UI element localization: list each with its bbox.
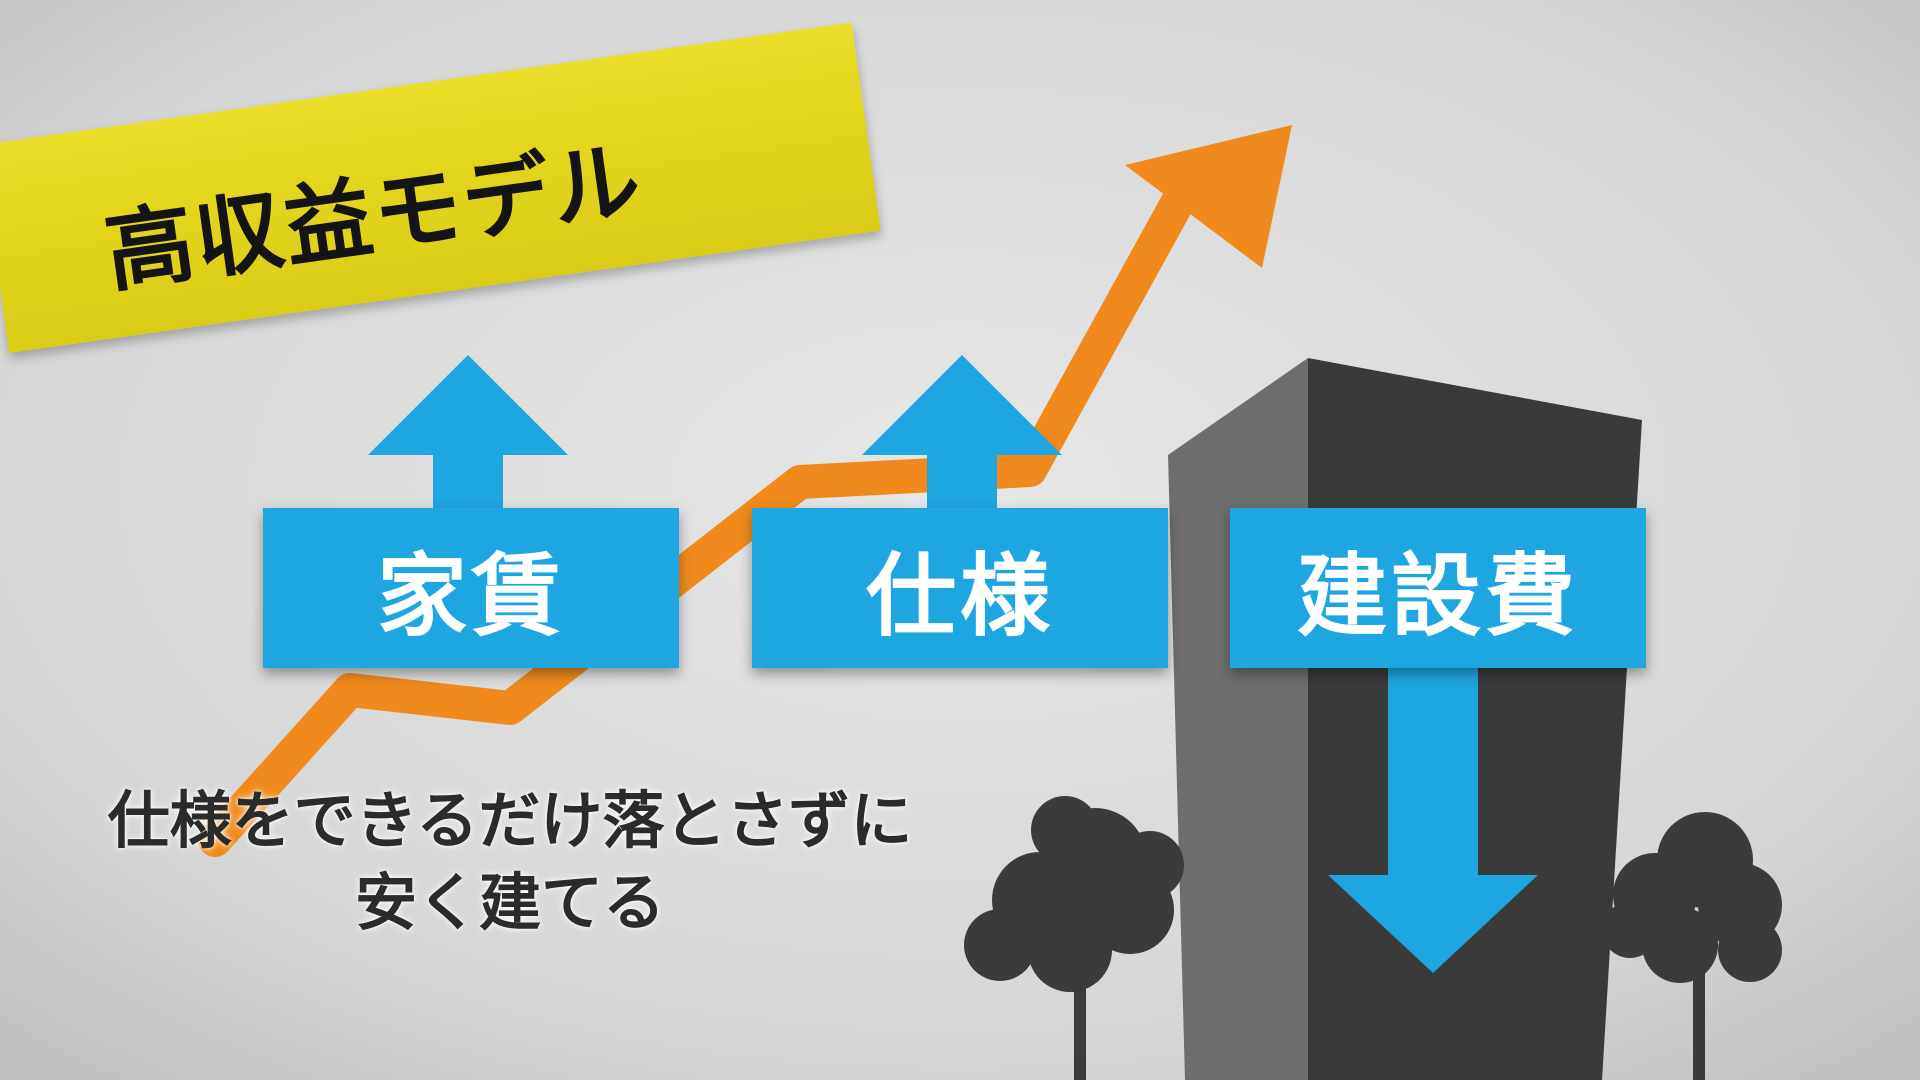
spec-label: 仕様 [866, 544, 1054, 649]
spec-label-box: 仕様 [752, 508, 1168, 668]
tree-icon [964, 796, 1782, 1080]
caption-line-1: 仕様をできるだけ落とさずに [107, 784, 913, 857]
rent-label: 家賃 [377, 544, 565, 649]
construction-cost-label-box: 建設費 [1230, 508, 1646, 668]
caption: 仕様をできるだけ落とさずに 安く建てる [50, 780, 970, 944]
arrow-up-icon [862, 355, 1062, 510]
caption-line-2: 安く建てる [354, 866, 665, 939]
construction-cost-label: 建設費 [1297, 544, 1579, 649]
rent-label-box: 家賃 [263, 508, 679, 668]
arrow-down-icon [1328, 665, 1538, 973]
arrow-up-icon [368, 355, 568, 510]
